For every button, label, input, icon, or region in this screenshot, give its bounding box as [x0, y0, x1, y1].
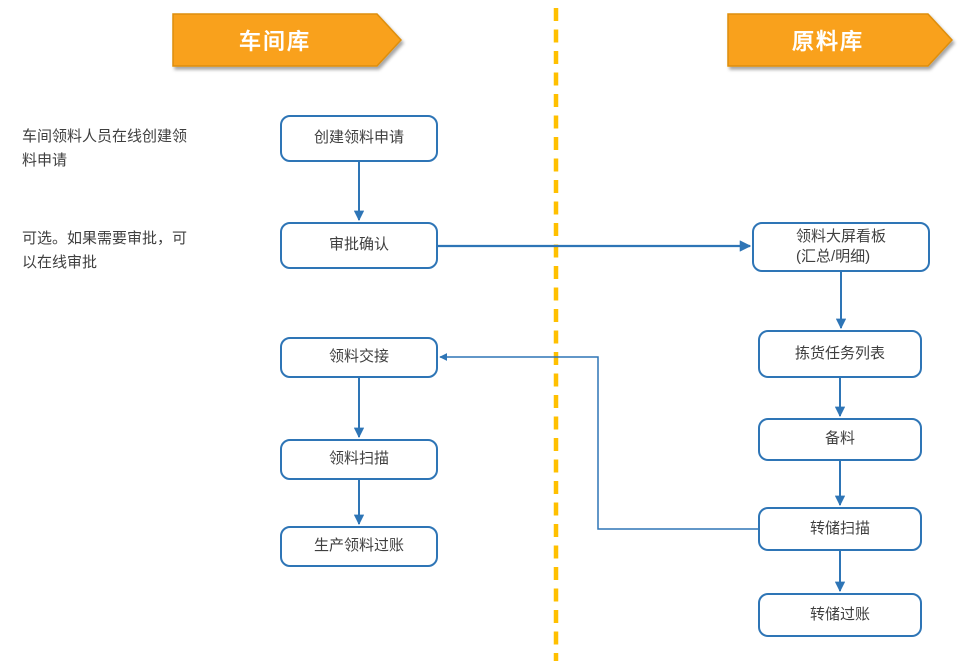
node-production-issue-posting[interactable]: 生产领料过账 [280, 526, 438, 567]
annotation-create-request: 车间领料人员在线创建领料申请 [22, 128, 188, 169]
node-transfer-scan[interactable]: 转储扫描 [758, 507, 922, 551]
annotation-approval-optional: 可选。如果需要审批，可以在线审批 [22, 230, 188, 271]
node-material-handover[interactable]: 领料交接 [280, 337, 438, 378]
node-transfer-scan-label: 转储扫描 [809, 519, 870, 537]
node-production-issue-posting-label: 生产领料过账 [313, 537, 404, 555]
node-kanban-text: 领料大屏看板 (汇总/明细) [796, 227, 886, 268]
node-material-scan[interactable]: 领料扫描 [280, 439, 438, 480]
node-picking-task-list[interactable]: 拣货任务列表 [758, 330, 922, 378]
node-kanban-sublabel: (汇总/明细) [795, 248, 871, 265]
connector-transferscan-to-handover [439, 353, 758, 530]
node-material-prepare[interactable]: 备料 [758, 418, 922, 461]
node-transfer-posting[interactable]: 转储过账 [758, 593, 922, 637]
node-kanban-label: 领料大屏看板 [795, 227, 886, 245]
node-material-handover-label: 领料交接 [328, 348, 389, 366]
node-picking-task-list-label: 拣货任务列表 [794, 344, 885, 362]
node-transfer-posting-label: 转储过账 [809, 605, 870, 623]
node-create-request-label: 创建领料申请 [313, 129, 404, 147]
lane-header-arrow-right [727, 13, 954, 67]
node-kanban[interactable]: 领料大屏看板 (汇总/明细) [752, 222, 930, 272]
node-approval-confirm[interactable]: 审批确认 [280, 222, 438, 269]
node-create-request[interactable]: 创建领料申请 [280, 115, 438, 162]
lane-header-arrow-left [172, 13, 403, 67]
node-approval-confirm-label: 审批确认 [328, 236, 389, 254]
node-material-prepare-label: 备料 [824, 430, 855, 448]
node-material-scan-label: 领料扫描 [328, 450, 389, 468]
